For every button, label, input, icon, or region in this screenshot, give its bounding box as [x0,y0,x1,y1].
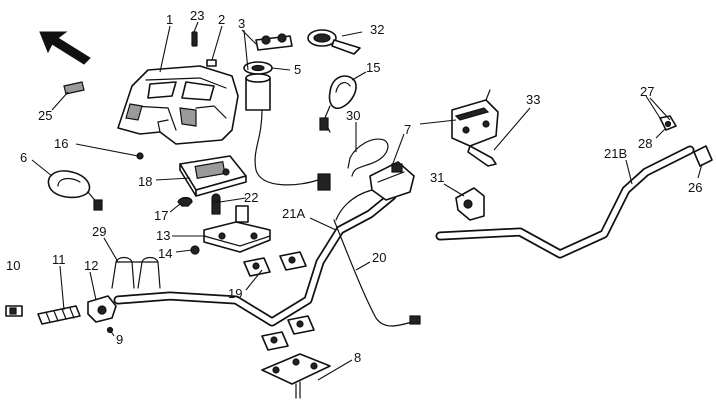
label-part-7: 7 [404,122,411,137]
label-part-22: 22 [244,190,258,205]
label-part-16: 16 [54,136,68,151]
arrow-icon [39,31,91,65]
switch-assembly-part-7 [335,161,415,221]
right-switch-part-33 [451,89,499,167]
label-part-29: 29 [92,224,106,239]
switch-bracket-part-3 [255,33,293,51]
clip-part-17 [177,196,193,207]
label-part-17: 17 [154,208,168,223]
label-part-18: 18 [138,174,152,189]
speedometer-part-18 [179,155,247,197]
label-part-2: 2 [218,12,225,27]
label-part-19: 19 [228,286,242,301]
label-part-25: 25 [38,108,52,123]
lower-clamp-part-19 [261,315,315,351]
label-part-13: 13 [156,228,170,243]
clamp-part-26 [693,145,713,167]
clip-part-2 [206,59,217,67]
label-part-31: 31 [430,170,444,185]
ubolt-part-29 [111,256,161,289]
label-part-26: 26 [688,180,702,195]
mirror-part-6 [47,170,103,211]
label-part-14: 14 [158,246,172,261]
bolt-part-22 [211,193,221,215]
label-part-10: 10 [6,258,20,273]
label-part-3: 3 [238,16,245,31]
label-part-21a: 21A [282,206,305,221]
label-part-32: 32 [370,22,384,37]
key-part-32 [307,29,361,55]
front-cover-part [117,65,239,145]
label-part-11: 11 [52,252,66,267]
cap-part-25 [63,81,85,95]
mounting-plate-part-8 [261,353,331,399]
label-part-9: 9 [116,332,123,347]
label-part-5: 5 [294,62,301,77]
label-part-1: 1 [166,12,173,27]
label-part-12: 12 [84,258,98,273]
handlebar-part-21b [435,145,695,259]
throttle-part-12 [87,295,117,323]
nut-part-14 [190,245,200,255]
mirror-part-15 [319,75,357,133]
label-part-20: 20 [372,250,386,265]
label-part-21b: 21B [604,146,627,161]
cable-part-20 [333,219,421,327]
ignition-switch-part-5 [243,61,331,191]
cable-part-30 [347,138,389,177]
label-part-8: 8 [354,350,361,365]
bolt-part-23 [191,31,198,47]
leader-lines [31,21,703,381]
label-part-28: 28 [638,136,652,151]
bolt-part-10 [5,305,23,317]
label-part-27: 27 [640,84,654,99]
bracket-part-13 [203,205,271,253]
clamp-part-19 [243,251,307,277]
label-part-30: 30 [346,108,360,123]
label-part-33: 33 [526,92,540,107]
label-part-23: 23 [190,8,204,23]
part-labels: 1 23 2 3 32 5 15 25 16 6 18 22 17 13 14 … [6,8,702,365]
handlebar-part-21a [113,191,397,327]
label-part-15: 15 [366,60,380,75]
label-part-6: 6 [20,150,27,165]
grip-part-11 [37,305,81,325]
brake-mount-part-31 [455,187,485,221]
